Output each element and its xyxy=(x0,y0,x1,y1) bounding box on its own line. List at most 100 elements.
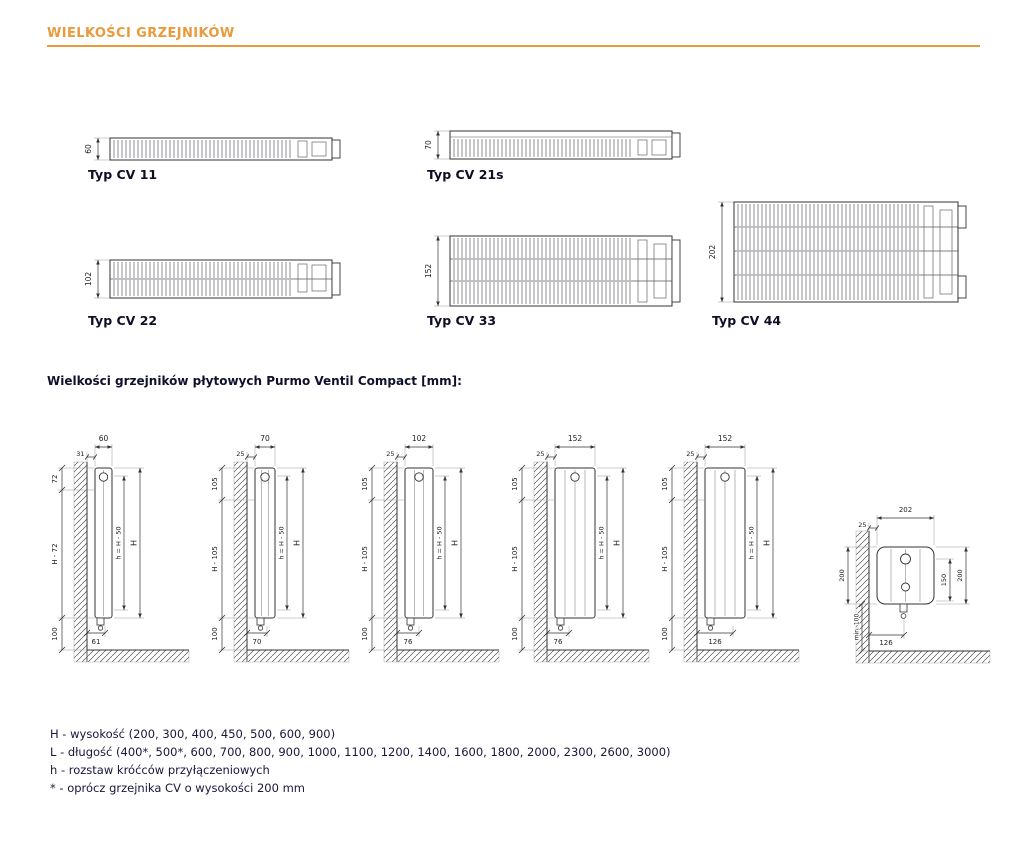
bottom-depth-dim: 76 xyxy=(554,638,563,646)
vent-valve-circle xyxy=(414,472,424,482)
offset-dim: 31 xyxy=(76,450,84,458)
upper-segment-dim: 105 xyxy=(661,477,669,490)
cv21s-end-cap xyxy=(671,132,681,158)
pipe-spacing-dim: h = H - 50 xyxy=(598,526,606,559)
pipe-spacing-dim: h = H - 50 xyxy=(748,526,756,559)
bottom-depth-dim: 76 xyxy=(404,638,413,646)
cv21s-drawing: 70 xyxy=(424,130,681,160)
note-pipe-spacing: h - rozstaw króćców przyłączeniowych xyxy=(50,763,270,777)
vent-valve-circle xyxy=(720,472,730,482)
cv21s-figure: 70 xyxy=(424,126,686,168)
offset-dim: 25 xyxy=(386,450,394,458)
depth-dim: 152 xyxy=(718,434,733,443)
floor-hatch xyxy=(696,649,800,663)
cv22-drawing: 102 xyxy=(84,259,341,299)
upper-segment-dim: 105 xyxy=(211,477,219,490)
pipe-spacing-dim: h = H - 50 xyxy=(436,526,444,559)
cv33-drawing: 152 xyxy=(424,235,681,307)
depth-dim: 60 xyxy=(99,434,109,443)
cv11-drawing: 60 xyxy=(84,137,341,161)
bottom-connection xyxy=(406,617,415,626)
cv33-figure: 152 xyxy=(424,232,686,314)
cv11-figure: 60 xyxy=(84,132,346,170)
cv21s-fins xyxy=(453,139,633,157)
wall-hatch xyxy=(233,461,248,663)
cv11-fins xyxy=(113,140,293,158)
side-view-cv21s-drawing: 70 25 105 H - 105 100 h = H - 50 xyxy=(211,434,350,663)
floor-hatch xyxy=(246,649,350,663)
side-view-cv11: 60 31 72 H - 72 100 h = H - 50 xyxy=(46,428,196,672)
cv22-fins-top xyxy=(113,262,293,278)
bottom-depth-dim: 70 xyxy=(253,638,262,646)
height-dim: H xyxy=(130,540,139,546)
bottom-connection xyxy=(899,603,908,613)
bottom-connection xyxy=(706,617,715,626)
pipe-spacing-dim: h = H - 50 xyxy=(115,526,123,559)
wall-hatch xyxy=(73,461,88,663)
pipe-span-dim: 150 xyxy=(940,574,948,586)
side-view-cv33: 152 25 105 H - 105 100 h = H - 50 xyxy=(506,428,656,672)
corner-detail-figure: 202 25 200 min. 100 150 xyxy=(838,495,998,674)
height-dim: H xyxy=(451,540,460,546)
offset-dim: 25 xyxy=(236,450,244,458)
vent-valve-circle xyxy=(260,472,270,482)
cv33-fins-1 xyxy=(453,238,633,258)
side-view-cv22: 102 25 105 H - 105 100 h = H - 50 xyxy=(356,428,506,672)
page-title: WIELKOŚCI GRZEJNIKÓW xyxy=(47,26,235,41)
depth-dim: 70 xyxy=(260,434,270,443)
cv33-end-cap xyxy=(671,239,681,303)
side-view-cv11-drawing: 60 31 72 H - 72 100 h = H - 50 xyxy=(51,434,190,663)
cv44-fins-3 xyxy=(737,252,919,274)
side-view-cv21s: 70 25 105 H - 105 100 h = H - 50 xyxy=(206,428,356,672)
floor-clearance-dim: 100 xyxy=(661,627,669,640)
cv22-end-cap xyxy=(331,262,341,296)
bottom-connection xyxy=(96,617,105,626)
floor-clearance-dim: 100 xyxy=(511,627,519,640)
cv44-end-cap-top xyxy=(957,205,967,229)
orange-rule-divider xyxy=(47,45,980,47)
cv33-label: Typ CV 33 xyxy=(427,313,497,328)
upper-segment-dim: 105 xyxy=(511,477,519,490)
cv11-label: Typ CV 11 xyxy=(88,167,158,182)
floor-clearance-dim: 100 xyxy=(361,627,369,640)
cv21s-depth-dim: 70 xyxy=(424,140,433,150)
wall-hatch xyxy=(383,461,398,663)
cv21s-label: Typ CV 21s xyxy=(427,167,504,182)
middle-segment-dim: H - 105 xyxy=(211,546,219,572)
depth-dim: 202 xyxy=(899,506,912,514)
pipe-spacing-dim: h = H - 50 xyxy=(278,526,286,559)
cv22-fins-bottom xyxy=(113,280,293,296)
bottom-depth-dim: 126 xyxy=(879,639,893,647)
wall-hatch xyxy=(533,461,548,663)
cv11-end-cap xyxy=(331,139,341,159)
radiator-body xyxy=(254,467,276,619)
radiator-body xyxy=(404,467,434,619)
cv33-depth-dim: 152 xyxy=(424,264,433,279)
upper-segment-dim: 105 xyxy=(361,477,369,490)
middle-segment-dim: H - 105 xyxy=(511,546,519,572)
cv44-fins-4 xyxy=(737,276,919,300)
cv22-figure: 102 xyxy=(84,256,346,306)
floor-clearance-dim: min. 100 xyxy=(854,614,861,641)
cv44-depth-dim: 202 xyxy=(708,245,717,260)
height-dim: H xyxy=(613,540,622,546)
depth-dim: 152 xyxy=(568,434,583,443)
section-heading: Wielkości grzejników płytowych Purmo Ven… xyxy=(47,374,462,388)
side-view-cv33-drawing: 152 25 105 H - 105 100 h = H - 50 xyxy=(511,434,650,663)
floor-hatch xyxy=(86,649,190,663)
height-dim: H xyxy=(293,540,302,546)
cv22-depth-dim: 102 xyxy=(84,272,93,287)
cv44-drawing: 202 xyxy=(708,201,967,303)
footnotes: H - wysokość (200, 300, 400, 450, 500, 6… xyxy=(50,728,671,800)
corner-detail-drawing: 202 25 200 min. 100 150 xyxy=(838,506,991,664)
note-length: L - długość (400*, 500*, 600, 700, 800, … xyxy=(50,745,671,759)
middle-segment-dim: H - 72 xyxy=(51,543,59,564)
height-dim: H xyxy=(763,540,772,546)
bottom-connection xyxy=(256,617,265,626)
cv22-label: Typ CV 22 xyxy=(88,313,158,328)
note-asterisk: * - oprócz grzejnika CV o wysokości 200 … xyxy=(50,781,305,795)
cv33-fins-3 xyxy=(453,282,633,304)
side-view-cv44-drawing: 152 25 105 H - 105 100 h = H - 50 xyxy=(661,434,800,663)
bottom-depth-dim: 126 xyxy=(708,638,722,646)
